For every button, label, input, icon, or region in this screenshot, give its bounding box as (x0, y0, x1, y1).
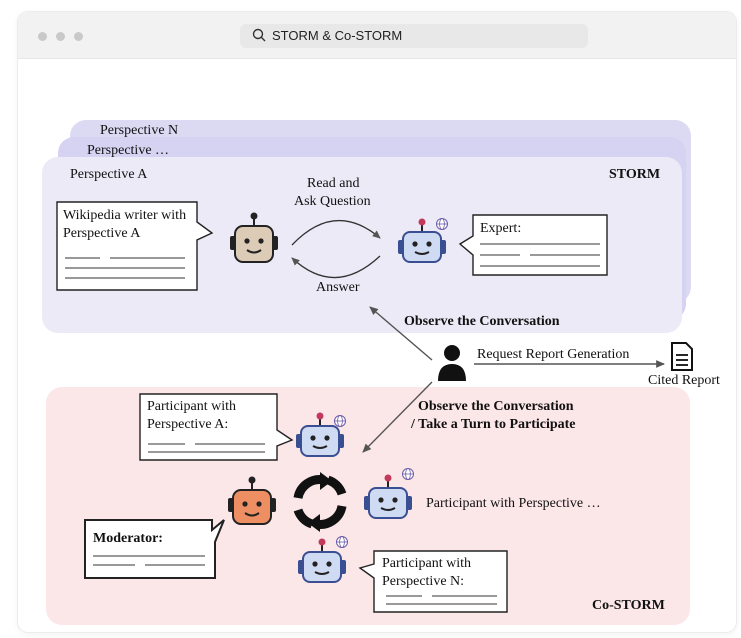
moderator-label: Moderator: (93, 531, 163, 546)
read-ask-line-1: Read and (307, 176, 360, 191)
ask-arrow (291, 219, 381, 246)
participant-a-line-1: Participant with (147, 399, 237, 414)
writer-bubble-line-1: Wikipedia writer with (63, 208, 187, 223)
perspective-n-label: Perspective N (100, 123, 179, 138)
observe-arrow (369, 306, 433, 361)
search-icon (252, 28, 266, 45)
answer-arrow (291, 255, 381, 279)
globe-icon (436, 218, 448, 230)
globe-icon (334, 415, 346, 427)
expert-bubble-label: Expert: (480, 221, 522, 236)
search-text: STORM & Co-STORM (272, 28, 403, 43)
perspective-a-label: Perspective A (70, 167, 148, 182)
writer-bubble (56, 201, 214, 291)
cited-report-label: Cited Report (648, 373, 720, 388)
storm-title: STORM (609, 167, 661, 182)
person-icon (438, 345, 466, 381)
globe-icon (336, 536, 348, 548)
observe-label: Observe the Conversation (404, 314, 560, 329)
participate-arrow (362, 381, 433, 453)
perspective-dots-label: Perspective … (87, 143, 170, 158)
expert-robot-icon (398, 218, 448, 263)
participant-dots-label: Participant with Perspective … (426, 496, 601, 511)
participant-a-line-2: Perspective A: (147, 417, 229, 432)
moderator-robot-icon (228, 476, 276, 525)
observe-turn-line-2: / Take a Turn to Participate (411, 417, 576, 432)
read-ask-line-2: Ask Question (294, 194, 371, 209)
window-dot[interactable] (38, 32, 47, 41)
participant-n-line-1: Participant with (382, 556, 472, 571)
participant-n-robot-icon (298, 536, 348, 583)
title-bar: STORM & Co-STORM (18, 12, 736, 59)
window-dot[interactable] (56, 32, 65, 41)
participant-a-robot-icon (296, 412, 346, 457)
participant-n-line-2: Perspective N: (382, 574, 465, 589)
writer-bubble-line-2: Perspective A (63, 226, 141, 241)
participant-dots-robot-icon (364, 468, 414, 519)
moderator-bubble (84, 519, 225, 579)
writer-robot-icon (230, 212, 278, 263)
storm-panel (42, 157, 682, 333)
window-dot[interactable] (74, 32, 83, 41)
globe-icon (402, 468, 414, 480)
observe-turn-line-1: Observe the Conversation (418, 399, 574, 414)
expert-bubble (458, 214, 608, 276)
request-label: Request Report Generation (477, 347, 630, 362)
answer-label: Answer (316, 280, 360, 295)
search-bar[interactable]: STORM & Co-STORM (240, 24, 588, 48)
costorm-title: Co-STORM (592, 598, 665, 613)
participant-n-bubble (358, 550, 508, 613)
document-icon (671, 342, 693, 371)
cycle-icon (293, 472, 347, 532)
participant-a-bubble (139, 393, 294, 461)
